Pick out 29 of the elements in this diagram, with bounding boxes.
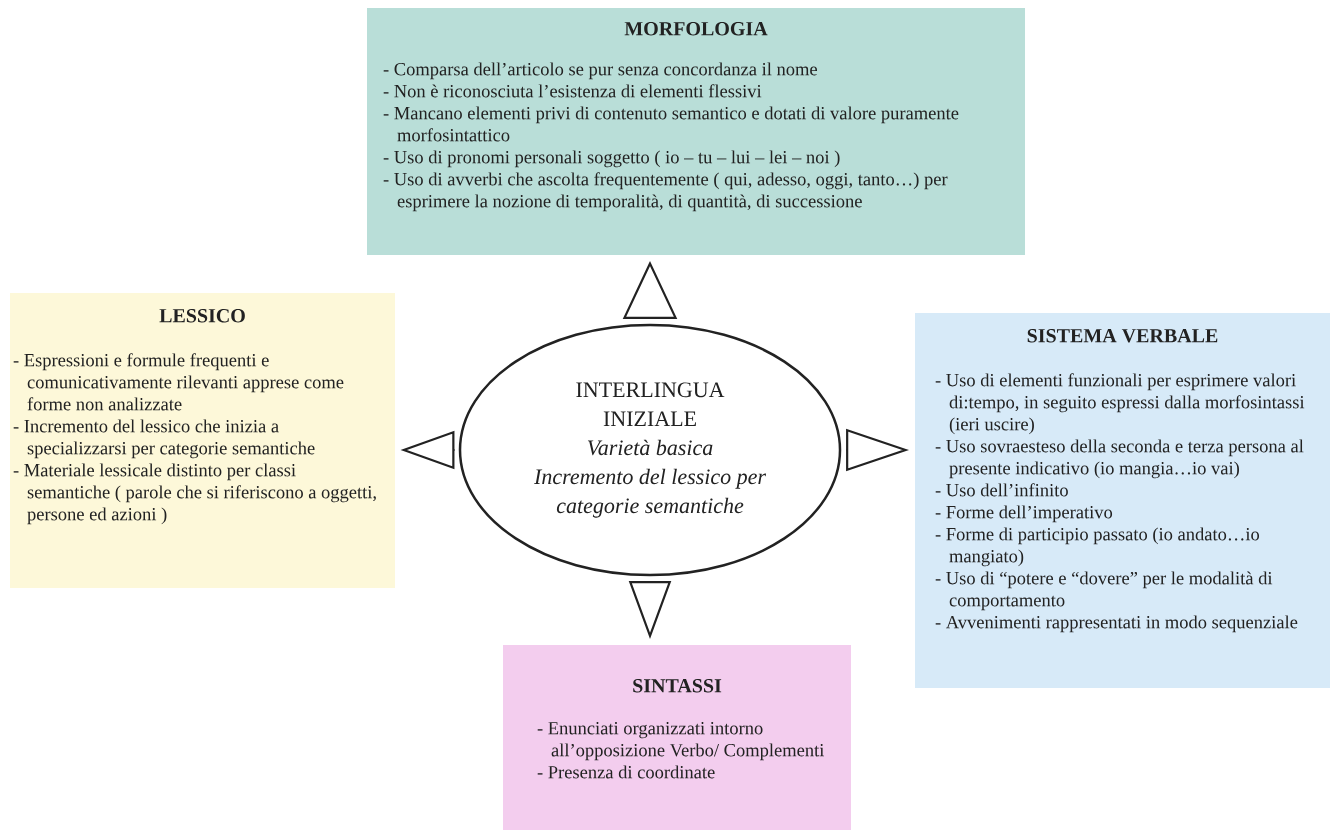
bullet-text: - Uso dell’infinito	[935, 483, 1068, 497]
bullet-text: - Materiale lessicale distinto per classi semantiche ( parole che si riferiscono a oggetti, persone ed azioni )	[13, 463, 376, 525]
bullet-text: - Presenza di coordinate	[537, 765, 715, 779]
bullet-text: - Comparsa dell’articolo se pur senza concordanza il nome	[383, 62, 817, 80]
topic-box	[10, 293, 395, 588]
bullet-text: - Uso di elementi funzionali per esprimere valori di:tempo, in seguito espressi dalla morfosintassi (ieri uscire)	[935, 373, 1305, 435]
box-heading: SINTASSI	[633, 679, 722, 693]
bullet-text: - Uso di pronomi personali soggetto ( io – tu – lui – lei – noi )	[383, 150, 840, 168]
bullet-text: - Uso di “potere e “dovere” per le modalità di comportamento	[935, 571, 1273, 611]
bullet-text: - Non è riconosciuta l’esistenza di elementi flessivi	[383, 84, 762, 98]
bullet-text: - Forme di participio passato (io andato…io mangiato)	[935, 527, 1260, 567]
ellipse-title: INTERLINGUA INIZIALE	[576, 382, 725, 426]
bullet-text: - Incremento del lessico che inizia a specializzarsi per categorie semantiche	[13, 419, 315, 459]
box-heading: LESSICO	[159, 309, 245, 323]
box-heading: MORFOLOGIA	[624, 22, 768, 36]
topic-box	[915, 313, 1330, 688]
ellipse-subtitle: Varietà basica	[587, 439, 713, 456]
topic-box	[503, 645, 851, 830]
topic-box	[367, 8, 1025, 255]
bullet-text: - Avvenimenti rappresentati in modo sequenziale	[935, 615, 1298, 633]
bullet-text: - Uso sovraesteso della seconda e terza persona al presente indicativo (io mangia…io vai)	[935, 439, 1304, 479]
bullet-text: - Mancano elementi privi di contenuto semantico e dotati di valore puramente morfosintattico	[383, 106, 959, 142]
box-heading: SISTEMA VERBALE	[1027, 329, 1218, 343]
bullet-text: - Forme dell’imperativo	[935, 505, 1113, 523]
bullet-text: - Espressioni e formule frequenti e comunicativamente rilevanti apprese come forme non analizzate	[13, 353, 344, 411]
bullet-text: - Uso di avverbi che ascolta frequentemente ( qui, adesso, oggi, tanto…) per esprimere la nozione di temporalità, di quantità, di successione	[383, 172, 948, 212]
center-ellipse	[458, 323, 842, 577]
ellipse-subtitle: Incremento del lessico per categorie semantiche	[533, 468, 767, 518]
bullet-text: - Enunciati organizzati intorno all’opposizione Verbo/ Complementi	[537, 722, 824, 761]
